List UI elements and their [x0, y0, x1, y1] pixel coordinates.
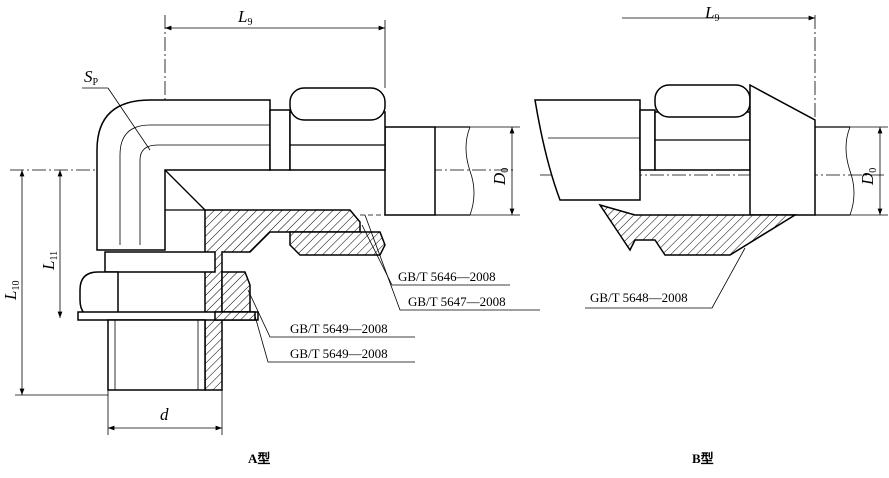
sleeve-section [289, 231, 386, 256]
dim-l11: L11 [39, 251, 60, 271]
std-label-5649-nut: GB/T 5649—2008 [290, 321, 388, 336]
pipe-b-left [534, 99, 641, 201]
dim-d0-a: D0 [490, 168, 511, 186]
type-b-drawing: L9 D0 GB/T 5648—2008 B型 [534, 3, 888, 466]
dim-d: d [160, 405, 169, 424]
pipe-b-right [815, 126, 855, 216]
dim-d0-b: D0 [858, 168, 879, 186]
body-section-b [598, 203, 798, 256]
dim-l10: L10 [1, 281, 22, 301]
pipe-a [360, 126, 475, 216]
lower-nut [77, 251, 259, 321]
std-label-5647: GB/T 5647—2008 [408, 294, 506, 309]
type-a-drawing: L9 SP D0 L10 L11 d GB/T 5646—2008 GB/T 5… [1, 7, 540, 466]
cone-b [749, 83, 816, 216]
nut-a [269, 87, 386, 171]
std-label-5646: GB/T 5646—2008 [398, 269, 496, 284]
threaded-end [107, 319, 206, 391]
caption-type-a: A型 [248, 451, 270, 466]
std-label-5648: GB/T 5648—2008 [590, 290, 688, 305]
dim-l9-a: L9 [237, 7, 252, 28]
caption-type-b: B型 [692, 451, 714, 466]
body-section [204, 209, 361, 391]
nut-b [639, 84, 751, 171]
dim-sp: SP [84, 67, 99, 88]
std-label-5649-seal: GB/T 5649—2008 [290, 346, 388, 361]
dim-l9-b: L9 [704, 3, 719, 24]
